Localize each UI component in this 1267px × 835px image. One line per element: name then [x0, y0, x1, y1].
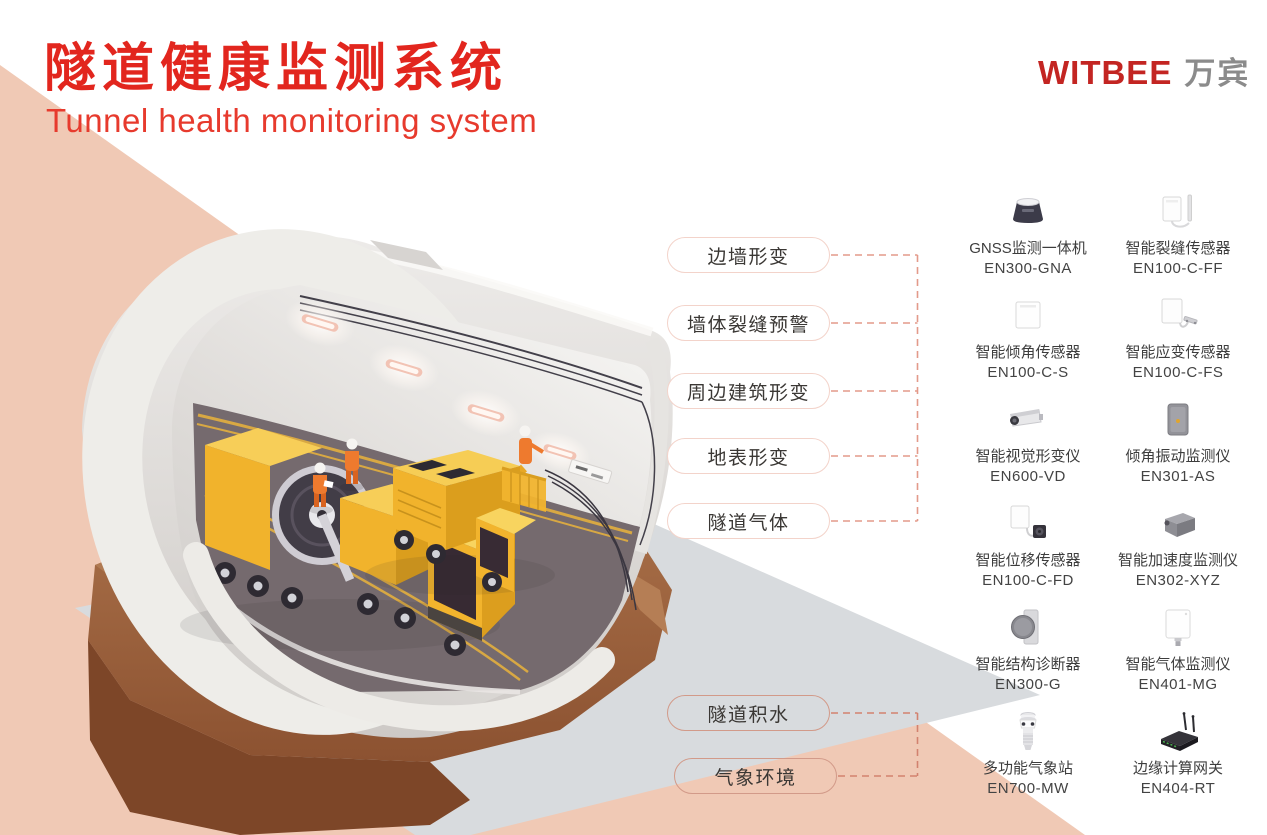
product-edge-gateway: 边缘计算网关 EN404-RT: [1103, 703, 1253, 807]
product-model: EN301-AS: [1140, 467, 1216, 485]
acceleration-monitor-icon: [1153, 495, 1203, 549]
label-nearby-building-deformation: 周边建筑形变: [667, 373, 830, 409]
product-vision-camera: 智能视觉形变仪 EN600-VD: [953, 391, 1103, 495]
product-model: EN100-C-FF: [1132, 259, 1223, 277]
product-structure-diagnoser: 智能结构诊断器 EN300-G: [953, 599, 1103, 703]
basket-cables: [544, 469, 637, 611]
crack-sensor-icon: [1153, 183, 1203, 237]
product-strain-sensor: 智能应变传感器 EN100-C-FS: [1103, 287, 1253, 391]
product-model: EN302-XYZ: [1135, 571, 1221, 589]
product-name: 边缘计算网关: [1132, 760, 1223, 777]
product-acceleration-monitor: 智能加速度监测仪 EN302-XYZ: [1103, 495, 1253, 599]
tilt-vibration-icon: [1153, 391, 1203, 445]
gnss-monitor-icon: [1003, 183, 1053, 237]
label-sidewall-deformation: 边墙形变: [667, 237, 830, 273]
product-model: EN100-C-FD: [982, 571, 1074, 589]
strain-sensor-icon: [1153, 287, 1203, 341]
product-model: EN300-GNA: [984, 259, 1072, 277]
product-name: 多功能气象站: [982, 760, 1073, 777]
weather-station-icon: [1003, 703, 1053, 757]
product-gnss-monitor: GNSS监测一体机 EN300-GNA: [953, 183, 1103, 287]
label-surface-deformation: 地表形变: [667, 438, 830, 474]
page-title: 隧道健康监测系统: [44, 40, 509, 98]
product-name: 智能倾角传感器: [975, 344, 1081, 361]
label-weather-environment: 气象环境: [674, 758, 837, 794]
product-crack-sensor: 智能裂缝传感器 EN100-C-FF: [1103, 183, 1253, 287]
product-model: EN401-MG: [1138, 675, 1218, 693]
product-model: EN100-C-S: [987, 363, 1069, 381]
page-subtitle: Tunnel health monitoring system: [46, 102, 538, 139]
structure-diagnoser-icon: [1003, 599, 1053, 653]
label-tunnel-gas: 隧道气体: [667, 503, 830, 539]
product-model: EN700-MW: [987, 779, 1069, 797]
product-grid: GNSS监测一体机 EN300-GNA 智能裂缝传感器 EN100-C-FF: [953, 183, 1253, 807]
product-weather-station: 多功能气象站 EN700-MW: [953, 703, 1103, 807]
worker-in-basket: [519, 425, 545, 464]
gas-monitor-icon: [1153, 599, 1203, 653]
tilt-sensor-icon: [1003, 287, 1053, 341]
product-tilt-vibration-monitor: 倾角振动监测仪 EN301-AS: [1103, 391, 1253, 495]
displacement-sensor-icon: [1003, 495, 1053, 549]
worker-with-clipboard: [309, 462, 334, 514]
product-name: 智能气体监测仪: [1125, 656, 1231, 673]
label-tunnel-water: 隧道积水: [667, 695, 830, 731]
product-name: 智能结构诊断器: [975, 656, 1081, 673]
product-name: 智能视觉形变仪: [975, 448, 1081, 465]
product-gas-monitor: 智能气体监测仪 EN401-MG: [1103, 599, 1253, 703]
product-name: GNSS监测一体机: [969, 240, 1087, 257]
edge-gateway-icon: [1153, 703, 1203, 757]
product-displacement-sensor: 智能位移传感器 EN100-C-FD: [953, 495, 1103, 599]
wall-sign: [568, 459, 613, 484]
product-name: 智能位移传感器: [975, 552, 1081, 569]
product-model: EN600-VD: [990, 467, 1066, 485]
ceiling-cables: [299, 295, 656, 546]
tunnel-step-notch: [370, 240, 443, 270]
brand-logo: WITBEE 万宾: [1038, 48, 1250, 93]
product-name: 智能加速度监测仪: [1117, 552, 1238, 569]
aerial-platform-truck: [365, 425, 637, 611]
product-model: EN300-G: [994, 675, 1062, 693]
product-name: 智能应变传感器: [1125, 344, 1231, 361]
product-model: EN100-C-FS: [1132, 363, 1224, 381]
brand-logo-cjk: 万宾: [1184, 56, 1251, 91]
product-name: 倾角振动监测仪: [1125, 448, 1231, 465]
ring-face-bottom-band: [183, 542, 615, 732]
brand-logo-witbee: WITBEE: [1038, 54, 1173, 91]
tunnel-lights: [284, 299, 592, 473]
aerial-basket: [501, 466, 547, 512]
product-model: EN404-RT: [1140, 779, 1216, 797]
product-tilt-sensor: 智能倾角传感器 EN100-C-S: [953, 287, 1103, 391]
worker-standing: [340, 438, 364, 491]
product-name: 智能裂缝传感器: [1125, 240, 1231, 257]
label-wall-crack-warning: 墙体裂缝预警: [667, 305, 830, 341]
vision-camera-icon: [1003, 391, 1053, 445]
